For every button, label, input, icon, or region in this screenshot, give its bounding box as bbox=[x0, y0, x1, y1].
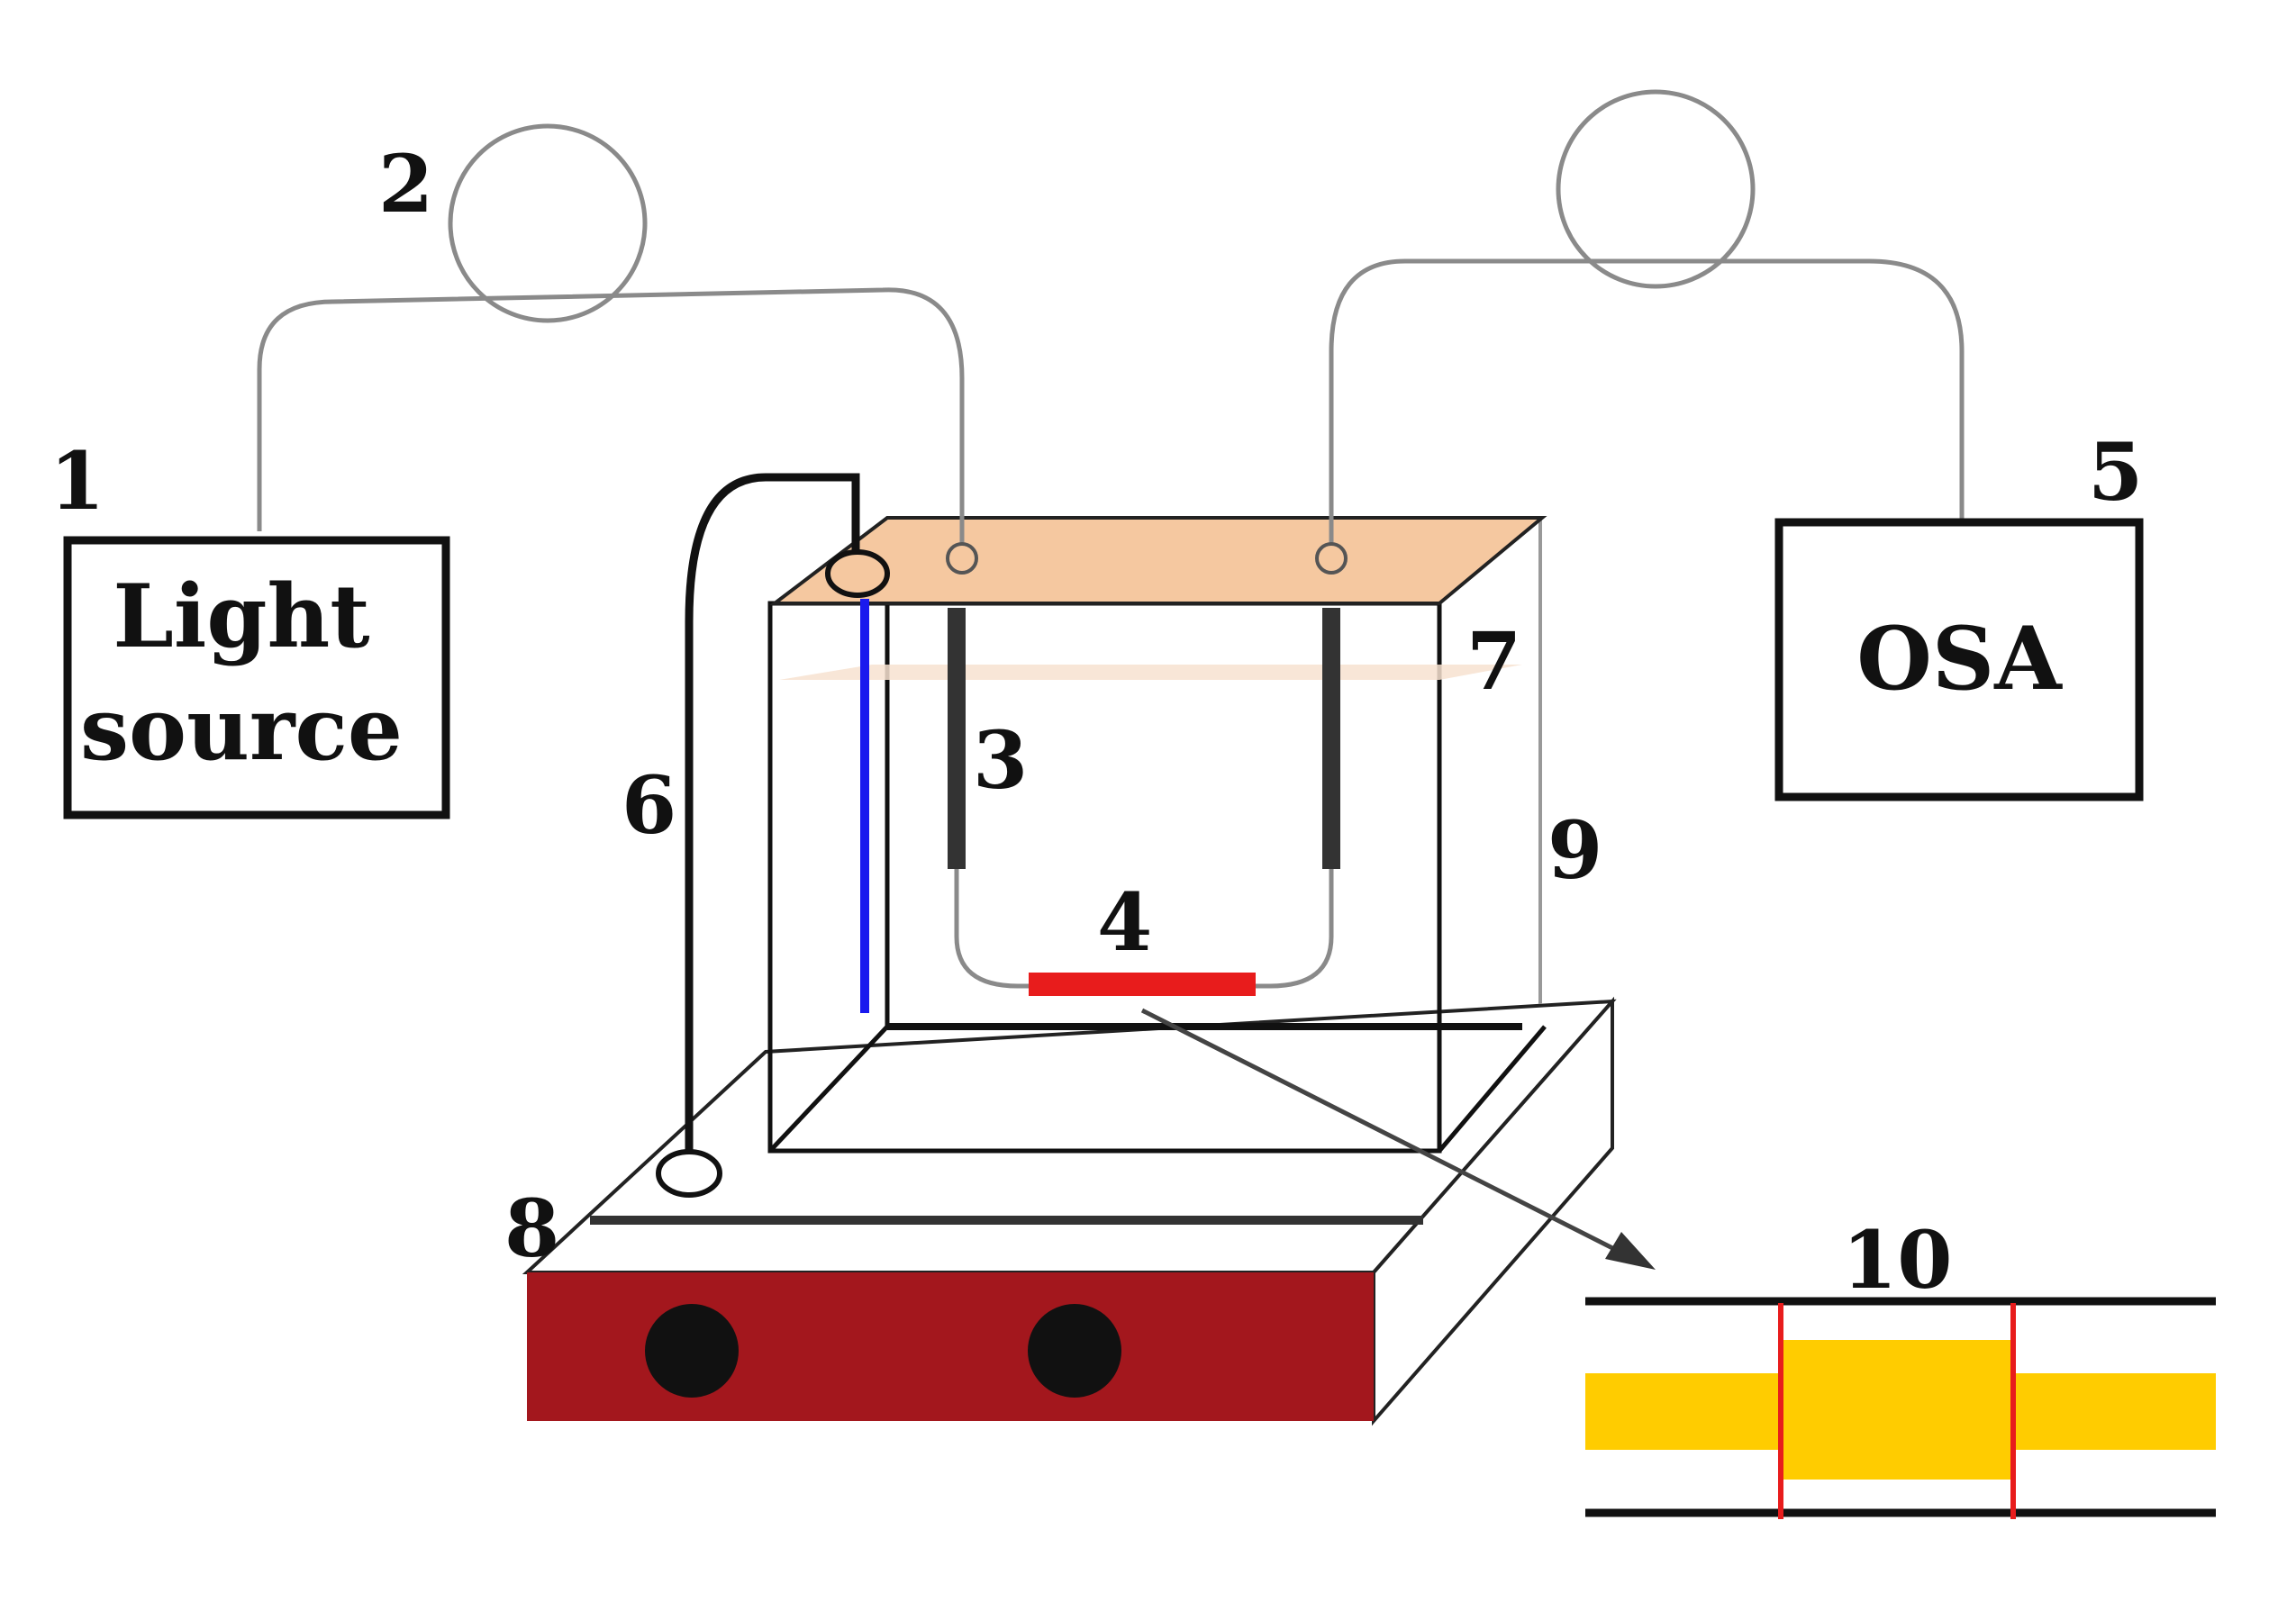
thermocouple-probe bbox=[860, 599, 869, 1013]
thermocouple-base-connector bbox=[656, 1149, 722, 1198]
osa-label: OSA bbox=[1856, 608, 2063, 710]
hot-plate-knob-right bbox=[1028, 1304, 1121, 1398]
thermocouple-cable bbox=[685, 473, 860, 1171]
fiber-holder-left bbox=[948, 608, 966, 869]
inset-splice-right bbox=[2010, 1303, 2016, 1519]
light-source-label-line1: Light bbox=[113, 566, 369, 667]
lid-port-left bbox=[946, 542, 978, 575]
zoom-arrow bbox=[1140, 1008, 1656, 1270]
light-source-label-line2: source bbox=[80, 678, 403, 780]
container-bottom-left-diag bbox=[768, 1025, 889, 1153]
lid-port-right bbox=[1315, 542, 1348, 575]
water-surface bbox=[779, 665, 1522, 680]
input-fiber-loop bbox=[448, 123, 648, 323]
fiber-structure-inset bbox=[1585, 1297, 2216, 1519]
callout-10: 10 bbox=[1842, 1213, 1952, 1307]
output-fiber-loop bbox=[1556, 89, 1756, 289]
fiber-holder-right bbox=[1322, 608, 1340, 869]
callout-9: 9 bbox=[1547, 803, 1602, 897]
container-lid bbox=[769, 516, 1547, 605]
hot-plate bbox=[522, 996, 1617, 1426]
osa-box bbox=[1774, 518, 2144, 801]
callout-3: 3 bbox=[973, 713, 1028, 807]
callout-5: 5 bbox=[2088, 425, 2143, 519]
callout-7: 7 bbox=[1466, 614, 1521, 708]
callout-6: 6 bbox=[622, 758, 676, 852]
thermocouple-lid-port bbox=[825, 549, 890, 598]
inset-sensing-section bbox=[1782, 1340, 2012, 1480]
glass-container bbox=[767, 518, 1547, 1154]
container-bottom-right-diag bbox=[1438, 1025, 1547, 1153]
callout-2: 2 bbox=[378, 137, 433, 231]
input-fiber bbox=[257, 287, 965, 558]
callout-8: 8 bbox=[504, 1181, 559, 1275]
light-source-box bbox=[63, 536, 450, 819]
hot-plate-knob-left bbox=[645, 1304, 739, 1398]
output-fiber bbox=[1329, 258, 1965, 558]
callout-1: 1 bbox=[50, 434, 104, 528]
callout-4: 4 bbox=[1097, 875, 1152, 969]
sensing-region bbox=[1029, 973, 1256, 996]
inset-splice-left bbox=[1778, 1303, 1783, 1519]
